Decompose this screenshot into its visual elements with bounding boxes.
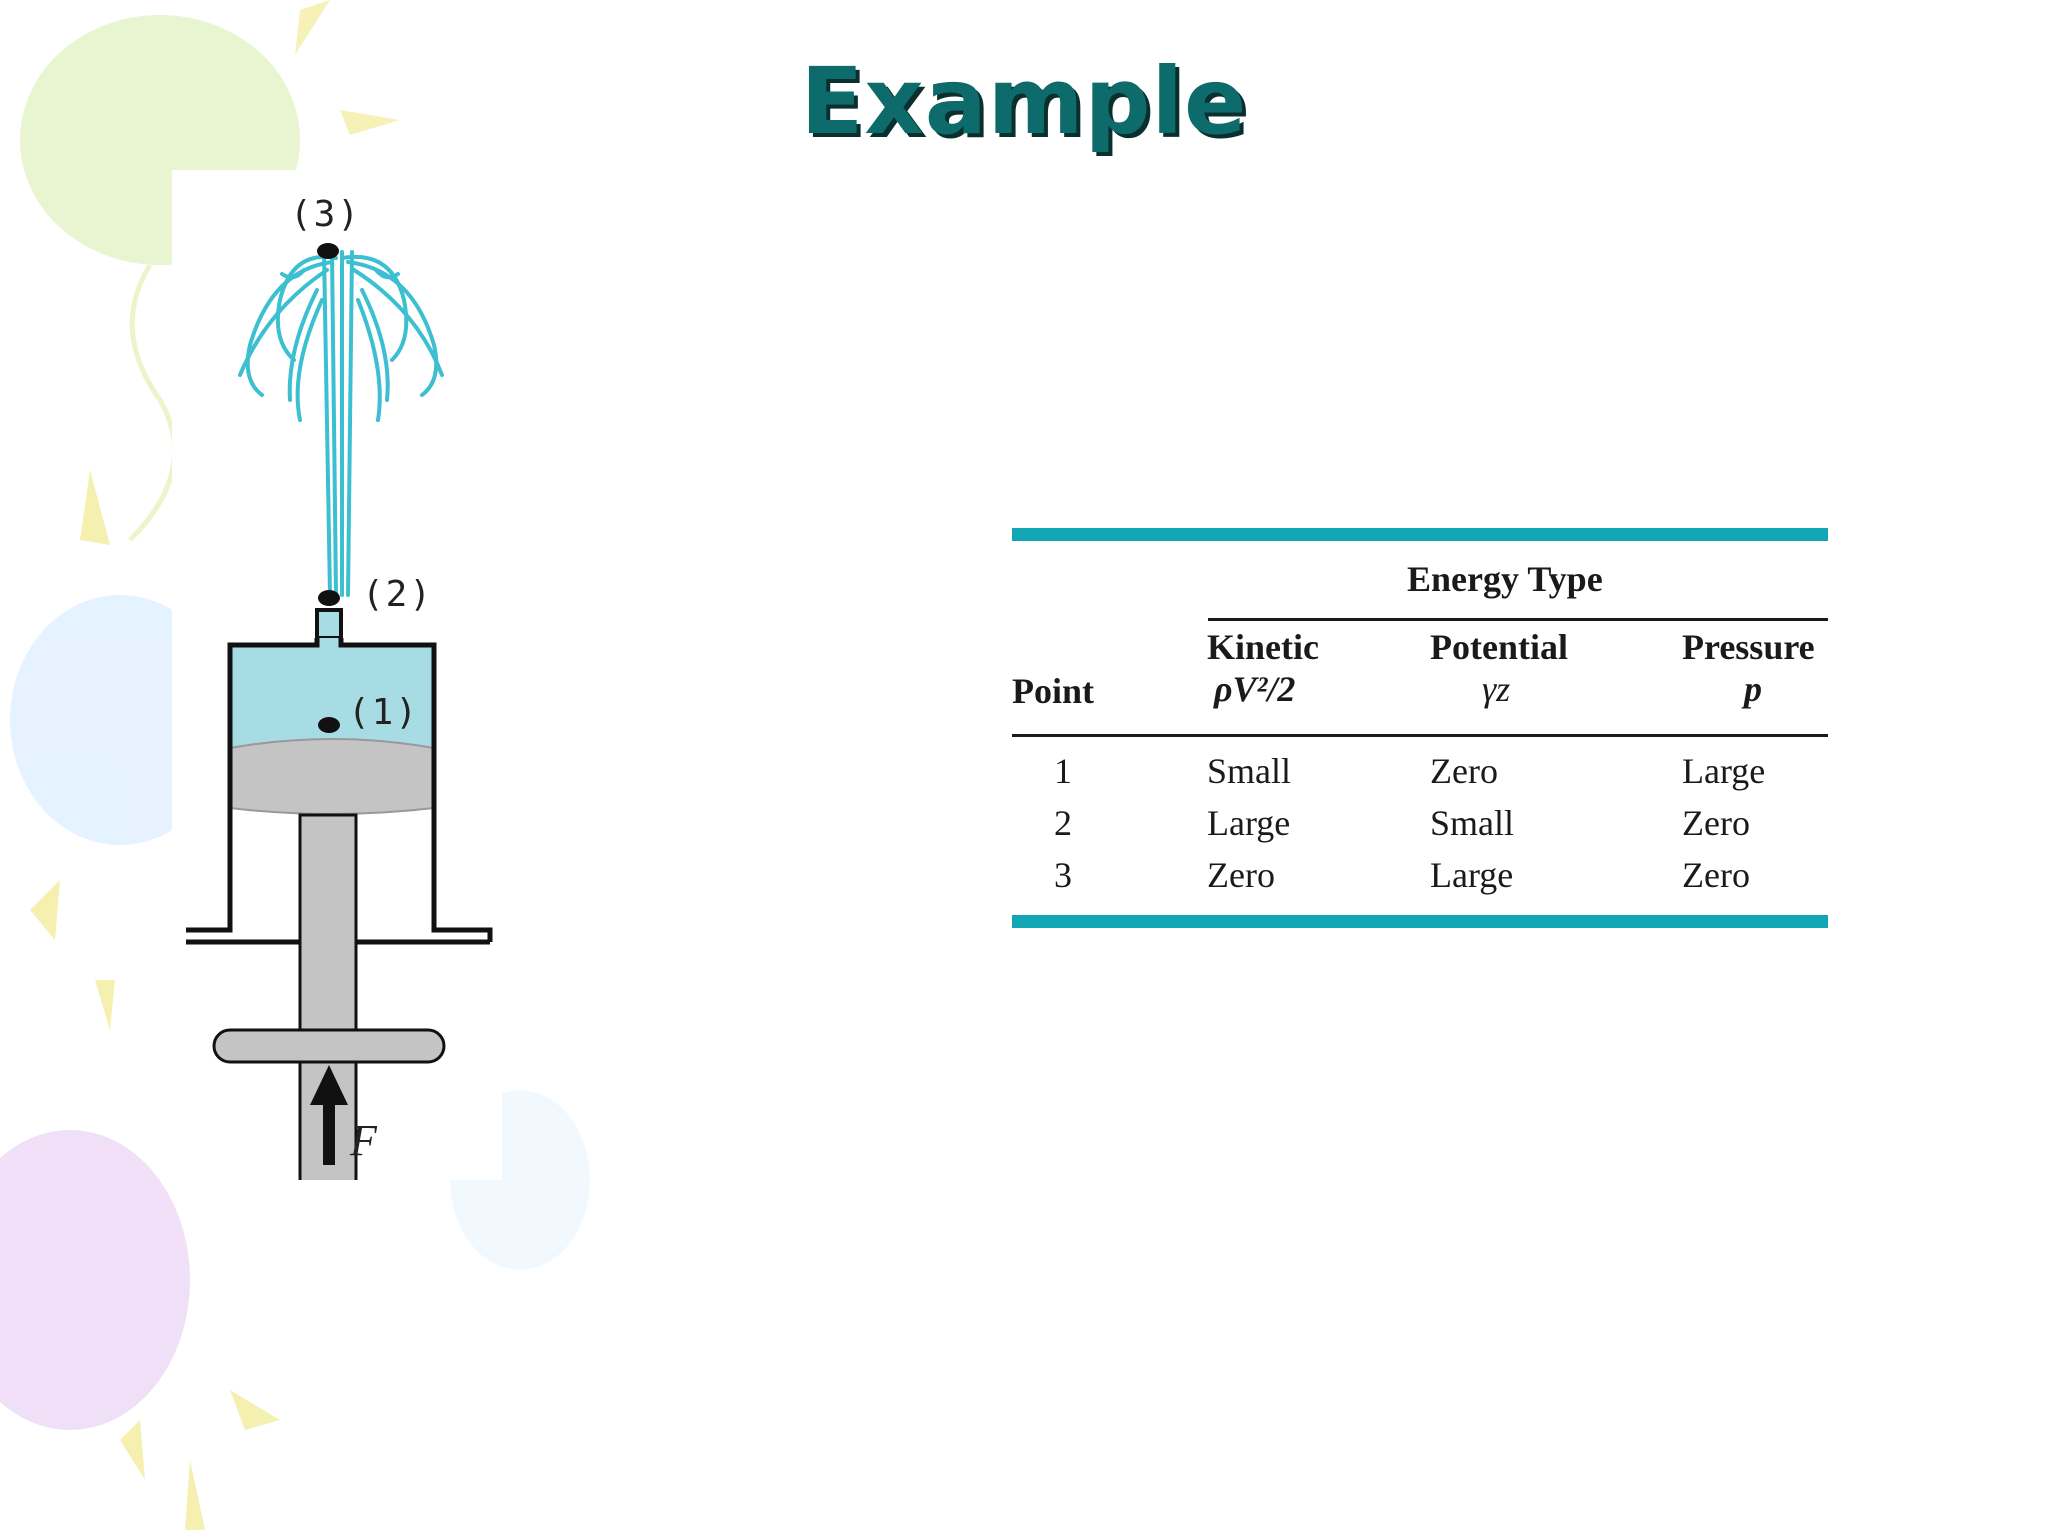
point-3-label: (3)	[290, 194, 362, 235]
pressure-column-symbol: p	[1744, 669, 1762, 709]
table-top-rule	[1012, 528, 1828, 541]
point-column-header: Point	[1012, 671, 1095, 711]
green-balloon-string	[128, 263, 177, 542]
yellow-ribbon	[295, 0, 330, 55]
table-cell-pressure: Large	[1682, 751, 1766, 791]
force-label: F	[350, 1116, 377, 1165]
point-1-marker	[318, 717, 340, 733]
table-bottom-rule	[1012, 915, 1828, 928]
table-cell-potential: Small	[1430, 803, 1515, 843]
point-2-marker	[318, 590, 340, 606]
yellow-ribbon	[230, 1390, 280, 1430]
piston-head	[229, 738, 435, 815]
piston-handle	[212, 1028, 446, 1064]
table-cell-point: 1	[1054, 751, 1072, 791]
potential-column-header: Potential	[1430, 627, 1568, 667]
cylinder-wall	[186, 638, 320, 933]
table-cell-kinetic: Zero	[1207, 855, 1275, 895]
table-cell-pressure: Zero	[1682, 855, 1750, 895]
slide-title: Example	[800, 48, 1248, 155]
yellow-ribbon	[120, 1420, 145, 1480]
kinetic-column-symbol: ρV²/2	[1214, 669, 1296, 709]
force-arrow-head	[310, 1065, 348, 1105]
point-3-marker	[317, 243, 339, 259]
purple-balloon	[0, 1130, 190, 1430]
energy-type-header: Energy Type	[1407, 559, 1603, 599]
kinetic-column-header: Kinetic	[1207, 627, 1319, 667]
yellow-ribbon	[80, 470, 110, 545]
pressure-column-header: Pressure	[1682, 627, 1815, 667]
yellow-ribbon	[185, 1460, 205, 1530]
potential-column-symbol: γz	[1482, 669, 1511, 709]
table-cell-kinetic: Large	[1207, 803, 1291, 843]
yellow-ribbon	[340, 110, 400, 135]
group-header-rule	[1208, 618, 1828, 621]
yellow-ribbon	[95, 980, 115, 1030]
table-cell-point: 2	[1054, 803, 1072, 843]
table-cell-potential: Large	[1430, 855, 1514, 895]
cylinder-wall	[338, 638, 493, 942]
piston-fountain-figure: (3) (2) (1) F	[172, 170, 502, 1180]
table-cell-pressure: Zero	[1682, 803, 1750, 843]
table-cell-potential: Zero	[1430, 751, 1498, 791]
header-bottom-rule	[1012, 734, 1828, 737]
yellow-ribbon	[30, 880, 60, 940]
table-cell-point: 3	[1054, 855, 1072, 895]
energy-type-table: Energy Type Point Kinetic ρV²/2 Potentia…	[1012, 528, 1828, 930]
piston-fountain-drawing	[186, 243, 493, 1180]
water-jet	[238, 250, 444, 597]
point-1-label: (1)	[348, 692, 420, 733]
cylinder-fluid	[230, 638, 434, 748]
nozzle	[315, 608, 343, 640]
table-cell-kinetic: Small	[1207, 751, 1292, 791]
point-2-label: (2)	[362, 574, 434, 615]
